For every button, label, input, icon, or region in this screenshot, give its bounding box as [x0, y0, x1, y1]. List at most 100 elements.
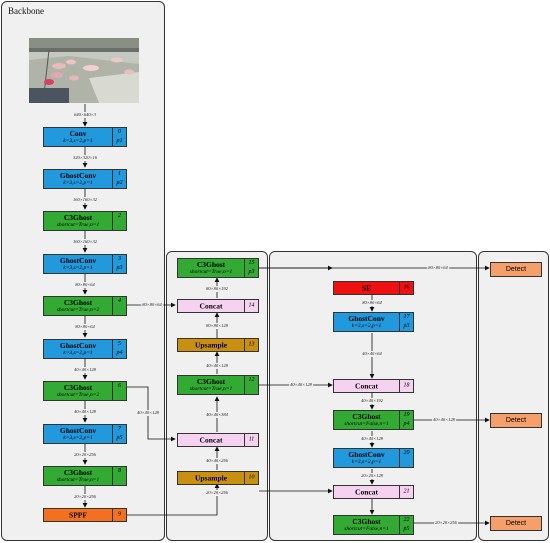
c3ghost-block-label: C3Ghost	[196, 260, 226, 269]
upsample-block-label: Upsample	[194, 340, 228, 350]
c3ghost-block-params: shortcut=False,n=1	[344, 526, 389, 532]
dim-label: 80×80×64	[141, 302, 163, 308]
dim-label: 40×40×128	[73, 409, 97, 415]
layer-index: 20	[399, 449, 413, 467]
dim-label: 80×80×64	[427, 265, 449, 271]
c3ghost-block-label: C3Ghost	[63, 383, 93, 392]
dim-label: 40×40×128	[136, 410, 160, 416]
c3ghost-block-label: C3Ghost	[352, 412, 381, 421]
dim-label: 40×40×256	[205, 458, 229, 464]
ghostconv-block-params: k=3,s=2,p=1	[63, 180, 93, 186]
dim-label: 40×40×64	[361, 351, 383, 357]
dim-label: 20×20×256	[73, 494, 97, 500]
c3ghost-block-label: C3Ghost	[196, 377, 226, 386]
dim-label: 80×80×64	[361, 300, 383, 306]
sppf-block-9: SPPF 9	[43, 508, 127, 522]
upsample-block-label: Upsample	[194, 473, 228, 483]
c3ghost-block-8: C3Ghost shortcut=True,n=1 8	[43, 466, 127, 486]
layer-index: 12	[244, 376, 258, 394]
sppf-block-label: SPPF	[69, 510, 87, 520]
layer-index: 9	[112, 509, 126, 521]
ghostconv-block-20: GhostConv k=3,s=2,p=1 20	[333, 448, 414, 468]
c3ghost-block-label: C3Ghost	[352, 517, 381, 526]
conv-block-params: k=3,s=2,p=1	[63, 138, 93, 144]
c3ghost-block-4: C3Ghost shortcut=True,n=2 4	[43, 296, 127, 316]
dim-label: 160×160×32	[71, 239, 99, 245]
dim-label: 40×40×384	[205, 412, 229, 418]
concat-block-11: Concat 11	[177, 433, 259, 447]
dim-label: 40×40×128	[73, 367, 97, 373]
dim-label: 320×320×16	[71, 155, 99, 161]
c3ghost-block-label: C3Ghost	[63, 213, 93, 222]
concat-block-label: Concat	[355, 381, 378, 391]
layer-index: 2	[112, 212, 126, 230]
dim-label: 20×20×256	[205, 490, 229, 496]
concat-block-label: Concat	[199, 435, 223, 445]
detect-head-p5: Detect	[490, 516, 542, 531]
c3ghost-block-6: C3Ghost shortcut=True,n=2 6	[43, 381, 127, 401]
ghostconv-block-params: k=3,s=2,p=1	[63, 350, 93, 356]
layer-index: 18	[399, 380, 413, 392]
c3ghost-block-12: C3Ghost shortcut=True,n=1 12	[177, 375, 259, 395]
layer-index: 11	[244, 434, 258, 446]
se-block-label: SE	[361, 283, 372, 293]
ghostconv-block-params: k=3,s=2,p=1	[63, 265, 93, 271]
c3ghost-block-2: C3Ghost shortcut=True,n=1 2	[43, 211, 127, 231]
layer-index: 16	[399, 282, 413, 294]
dim-label: 40×40×128	[360, 436, 384, 442]
c3ghost-block-params: shortcut=True,n=1	[189, 386, 233, 392]
c3ghost-block-params: shortcut=True,n=1	[56, 477, 100, 483]
conv-block-label: Conv	[69, 129, 87, 138]
concat-block-21: Concat 21	[333, 485, 414, 499]
dim-label-input: 640×640×3	[73, 112, 97, 118]
c3ghost-block-params: shortcut=True,n=2	[56, 307, 100, 313]
layer-index: 13	[244, 339, 258, 351]
concat-block-label: Concat	[355, 487, 378, 497]
dim-label: 80×80×64	[74, 324, 96, 330]
dim-label: 20×20×256	[434, 520, 458, 526]
layer-index: 21	[399, 486, 413, 498]
ghostconv-block-params: k=3,s=2,p=1	[351, 459, 382, 465]
c3ghost-block-params: shortcut=True,n=1	[189, 269, 233, 275]
ghostconv-block-params: k=3,s=2,p=1	[63, 435, 93, 441]
ghostconv-block-label: GhostConv	[348, 314, 385, 323]
ghostconv-block-label: GhostConv	[59, 426, 97, 435]
layer-index: 10	[244, 472, 258, 484]
dim-label: 80×80×128	[205, 323, 229, 329]
c3ghost-block-params: shortcut=False,n=1	[344, 421, 389, 427]
dim-label: 160×160×32	[71, 197, 99, 203]
layer-index: 14	[244, 300, 258, 312]
dim-label: 20×20×256	[73, 452, 97, 458]
ghostconv-block-label: GhostConv	[59, 341, 97, 350]
detect-head-p3: Detect	[490, 262, 542, 277]
c3ghost-block-params: shortcut=True,n=1	[56, 222, 100, 228]
concat-block-label: Concat	[199, 301, 223, 311]
detect-head-p4: Detect	[490, 413, 542, 428]
concat-block-14: Concat 14	[177, 299, 259, 313]
ghostconv-block-label: GhostConv	[59, 256, 97, 265]
dim-label: 40×40×128	[432, 417, 456, 423]
ghostconv-block-label: GhostConv	[348, 450, 385, 459]
dim-label: 80×80×64	[74, 282, 96, 288]
upsample-block-13: Upsample 13	[177, 338, 259, 352]
layer-index: 4	[112, 297, 126, 315]
ghostconv-block-label: GhostConv	[59, 171, 97, 180]
ghostconv-block-params: k=3,s=2,p=1	[351, 323, 382, 329]
c3ghost-block-label: C3Ghost	[63, 468, 93, 477]
